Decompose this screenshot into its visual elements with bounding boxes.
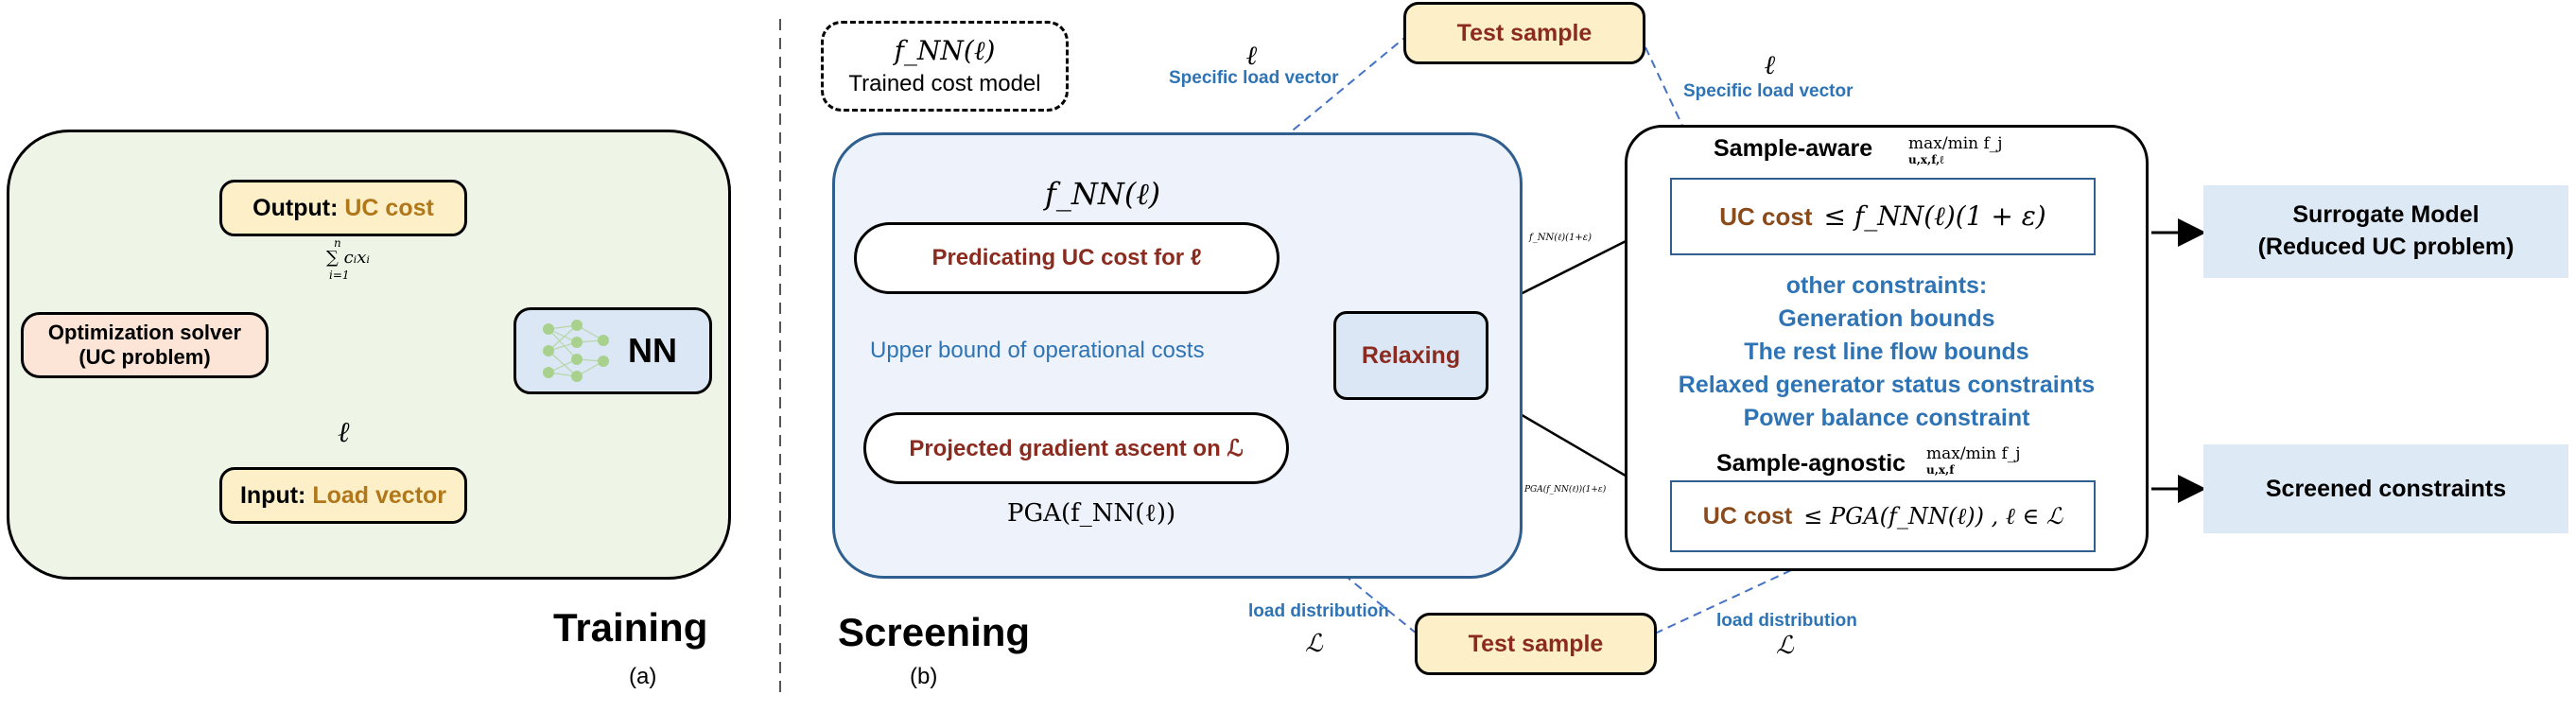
input-box: Input: Load vector: [219, 467, 467, 524]
sample-agnostic-vars: u,x,f: [1926, 463, 1955, 477]
screening-title: Screening: [838, 610, 1031, 654]
sum-top: n: [334, 236, 341, 250]
surrogate-model-box: Surrogate Model (Reduced UC problem): [2203, 185, 2568, 278]
ell-right: ℓ: [1765, 49, 1776, 80]
relaxed-status: Relaxed generator status constraints: [1678, 372, 2096, 398]
pga-label: PGA(f_NN(ℓ)): [1007, 499, 1176, 528]
gen-bounds: Generation bounds: [1778, 305, 1995, 332]
ell-left: ℓ: [1246, 40, 1258, 71]
optimization-panel: [1625, 125, 2149, 571]
other-constraints-title: other constraints:: [1785, 272, 1988, 299]
aware-uc-cost: UC cost: [1719, 201, 1813, 231]
line-flow-bounds: The rest line flow bounds: [1744, 339, 2029, 365]
cal-l-right: ℒ: [1776, 632, 1794, 660]
legend-box: f_NN(ℓ) Trained cost model: [821, 21, 1069, 112]
predicting-text: Predicating UC cost for ℓ: [931, 245, 1202, 270]
relaxing-box: Relaxing: [1333, 311, 1488, 400]
output-box: Output: UC cost: [219, 180, 467, 236]
surrogate-line1: Surrogate Model: [2292, 201, 2480, 229]
screening-caption: (b): [910, 664, 938, 689]
screened-text: Screened constraints: [2265, 475, 2507, 502]
test-sample-bottom: Test sample: [1415, 613, 1657, 675]
test-sample-bottom-text: Test sample: [1468, 630, 1604, 657]
training-caption: (a): [629, 664, 657, 689]
other-constraints-list: other constraints: Generation bounds The…: [1636, 269, 2137, 435]
training-title: Training: [553, 605, 708, 650]
screened-constraints-box: Screened constraints: [2203, 444, 2568, 533]
relaxing-text: Relaxing: [1361, 341, 1461, 369]
aware-constraint-text: ≤ f_NN(ℓ)(1 + ε): [1823, 200, 2046, 232]
power-balance: Power balance constraint: [1743, 405, 2030, 431]
load-dist-left: load distribution: [1248, 601, 1389, 621]
blue-dashed-top-left: [1188, 33, 1410, 217]
surrogate-line2: (Reduced UC problem): [2257, 234, 2515, 260]
sample-agnostic-title: Sample-agnostic: [1716, 450, 1906, 477]
legend-text: Trained cost model: [848, 70, 1041, 96]
output-value: UC cost: [344, 194, 434, 221]
output-label: Output:: [252, 194, 339, 221]
projected-box: Projected gradient ascent on ℒ: [863, 412, 1289, 484]
agnostic-uc-cost: UC cost: [1702, 502, 1793, 530]
projected-text: Projected gradient ascent on ℒ: [909, 435, 1244, 461]
load-dist-right: load distribution: [1716, 611, 1857, 631]
nn-box: NN: [513, 307, 712, 394]
test-sample-top: Test sample: [1403, 2, 1645, 64]
cal-l-left: ℒ: [1305, 630, 1323, 658]
fnn-label: f_NN(ℓ): [1045, 176, 1161, 212]
sum-bottom: i=1: [329, 269, 350, 282]
sample-aware-vars: u,x,f,ℓ: [1908, 153, 1944, 166]
sample-aware-formula: max/min f_j: [1908, 134, 2003, 153]
test-sample-top-text: Test sample: [1456, 19, 1593, 46]
legend-formula: f_NN(ℓ): [894, 34, 996, 66]
solver-box: Optimization solver (UC problem): [21, 312, 269, 378]
neural-network-icon: [543, 320, 609, 382]
aware-constraint-box: UC cost ≤ f_NN(ℓ)(1 + ε): [1670, 178, 2096, 255]
arrow-bottom-label: PGA(f_NN(ℓ))(1+ε): [1524, 485, 1607, 495]
nn-label: NN: [628, 331, 677, 370]
solver-line2: (UC problem): [78, 345, 211, 369]
input-label: Input:: [239, 481, 306, 509]
agnostic-constraint-box: UC cost ≤ PGA(f_NN(ℓ)) , ℓ ∈ ℒ: [1670, 480, 2096, 552]
arrow-top-label: f_NN(ℓ)(1+ε): [1529, 233, 1593, 243]
training-ell: ℓ: [338, 416, 350, 449]
upper-bound-text: Upper bound of operational costs: [870, 338, 1205, 363]
specific-load-left: Specific load vector: [1169, 68, 1339, 88]
sample-aware-title: Sample-aware: [1714, 135, 1873, 162]
predicting-box: Predicating UC cost for ℓ: [854, 222, 1279, 294]
sum-formula: ∑ cᵢxᵢ: [326, 248, 371, 268]
sample-agnostic-formula: max/min f_j: [1926, 444, 2021, 463]
input-value: Load vector: [312, 481, 447, 509]
agnostic-constraint-text: ≤ PGA(f_NN(ℓ)) , ℓ ∈ ℒ: [1803, 502, 2063, 530]
solver-line1: Optimization solver: [47, 320, 242, 344]
specific-load-right: Specific load vector: [1683, 81, 1854, 101]
